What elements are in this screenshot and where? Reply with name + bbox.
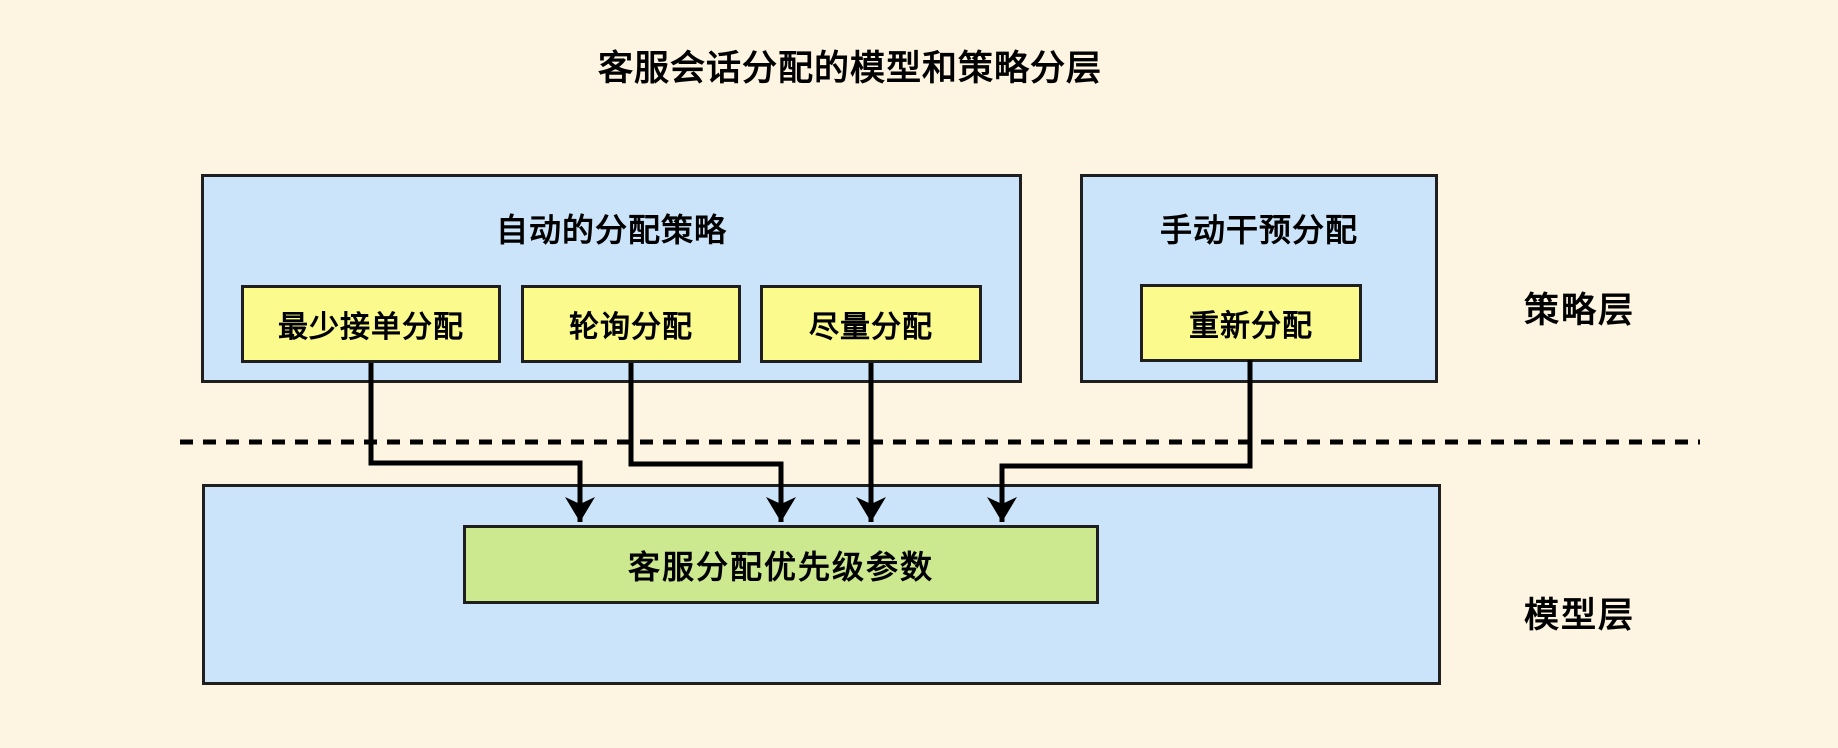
strategy-node-least-orders: 最少接单分配 [241, 285, 501, 363]
strategy-layer-label: 策略层 [1524, 291, 1636, 331]
strategy-node-best-effort: 尽量分配 [760, 285, 982, 363]
auto-strategy-group-title: 自动的分配策略 [495, 211, 727, 249]
model-node-priority-params: 客服分配优先级参数 [463, 525, 1099, 604]
model-layer-label: 模型层 [1524, 596, 1636, 636]
strategy-node-reassign: 重新分配 [1140, 284, 1362, 362]
manual-strategy-group-title: 手动干预分配 [1159, 211, 1358, 249]
strategy-node-round-robin: 轮询分配 [521, 285, 741, 363]
diagram-title: 客服会话分配的模型和策略分层 [597, 49, 1102, 89]
